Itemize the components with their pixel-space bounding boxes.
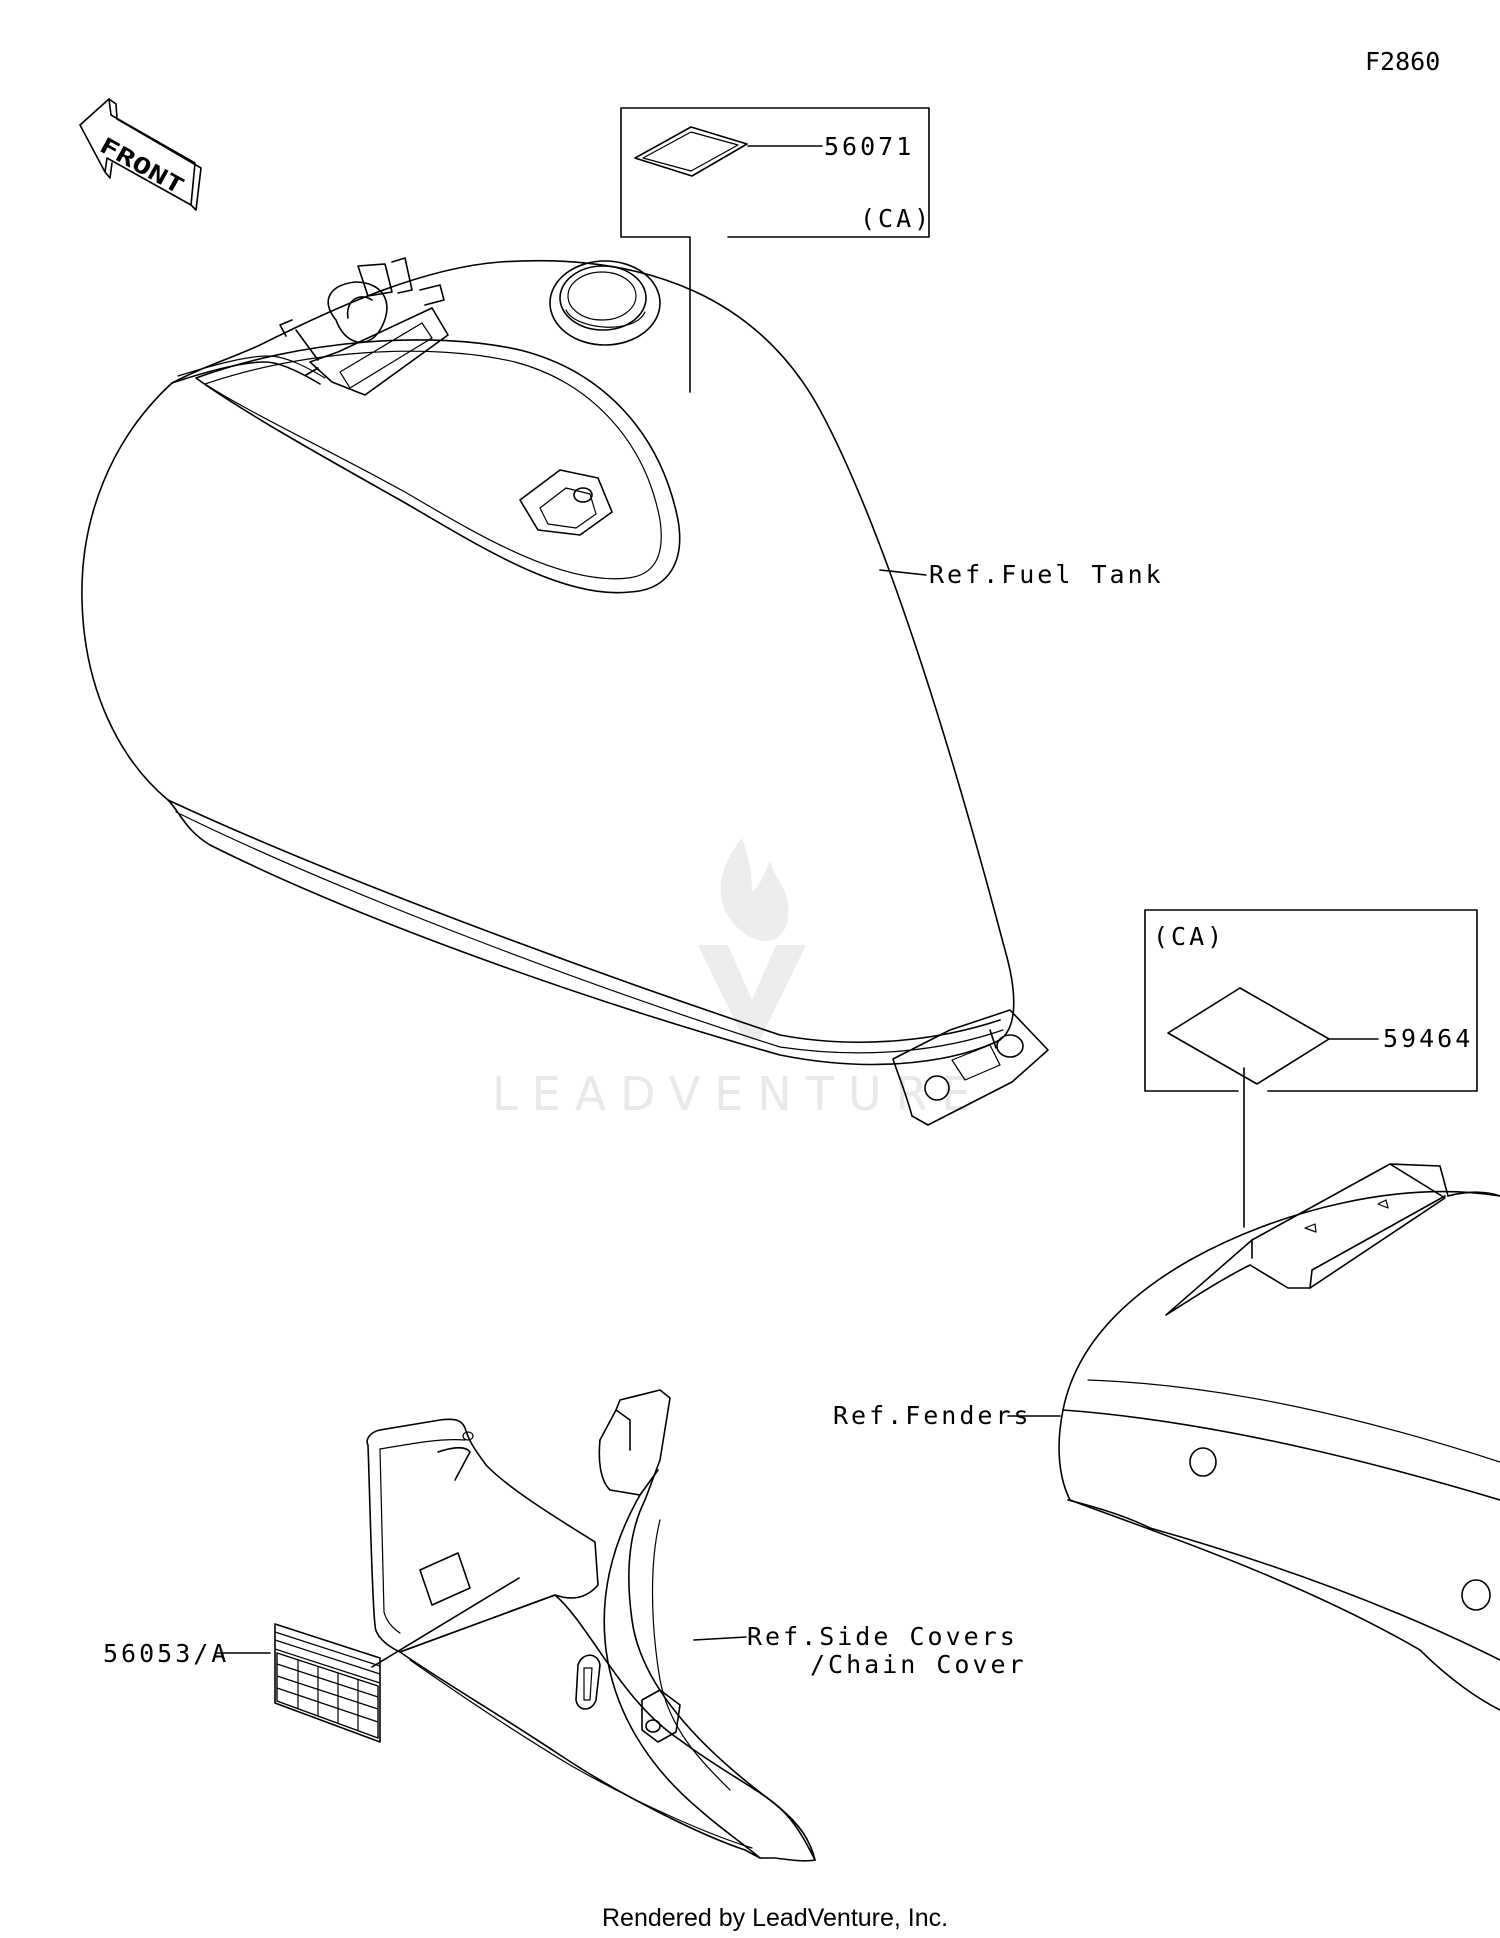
ref-fuel-tank-label[interactable]: Ref.Fuel Tank — [929, 560, 1164, 589]
part-number-59464[interactable]: 59464 — [1383, 1024, 1473, 1053]
figure-code: F2860 — [1365, 47, 1440, 76]
decal-table-grid — [276, 1652, 379, 1740]
ref-side-covers-label-line1[interactable]: Ref.Side Covers — [747, 1622, 1018, 1651]
part-number-56053[interactable]: 56053/A — [103, 1639, 229, 1668]
callout-56071: 56071 (CA) — [620, 107, 932, 393]
footer-credit: Rendered by LeadVenture, Inc. — [602, 1904, 948, 1932]
part-number-56071[interactable]: 56071 — [824, 132, 914, 161]
front-direction-arrow-icon: FRONT — [79, 98, 202, 211]
rear-fender — [1007, 1163, 1500, 1711]
part-56071-variant-note: (CA) — [860, 204, 932, 233]
leadventure-flame-logo-icon — [698, 838, 806, 1040]
ref-side-covers-label-line2: /Chain Cover — [810, 1650, 1027, 1679]
decal-56053 — [215, 1623, 381, 1743]
ref-fenders-label[interactable]: Ref.Fenders — [833, 1401, 1032, 1430]
side-chain-cover — [366, 1389, 816, 1862]
watermark: LEADVENTURE — [492, 838, 985, 1121]
callout-59464: (CA) 59464 — [1144, 909, 1478, 1228]
part-59464-variant-note: (CA) — [1153, 922, 1225, 951]
fuel-tank — [81, 257, 1049, 1126]
watermark-text: LEADVENTURE — [492, 1067, 985, 1121]
